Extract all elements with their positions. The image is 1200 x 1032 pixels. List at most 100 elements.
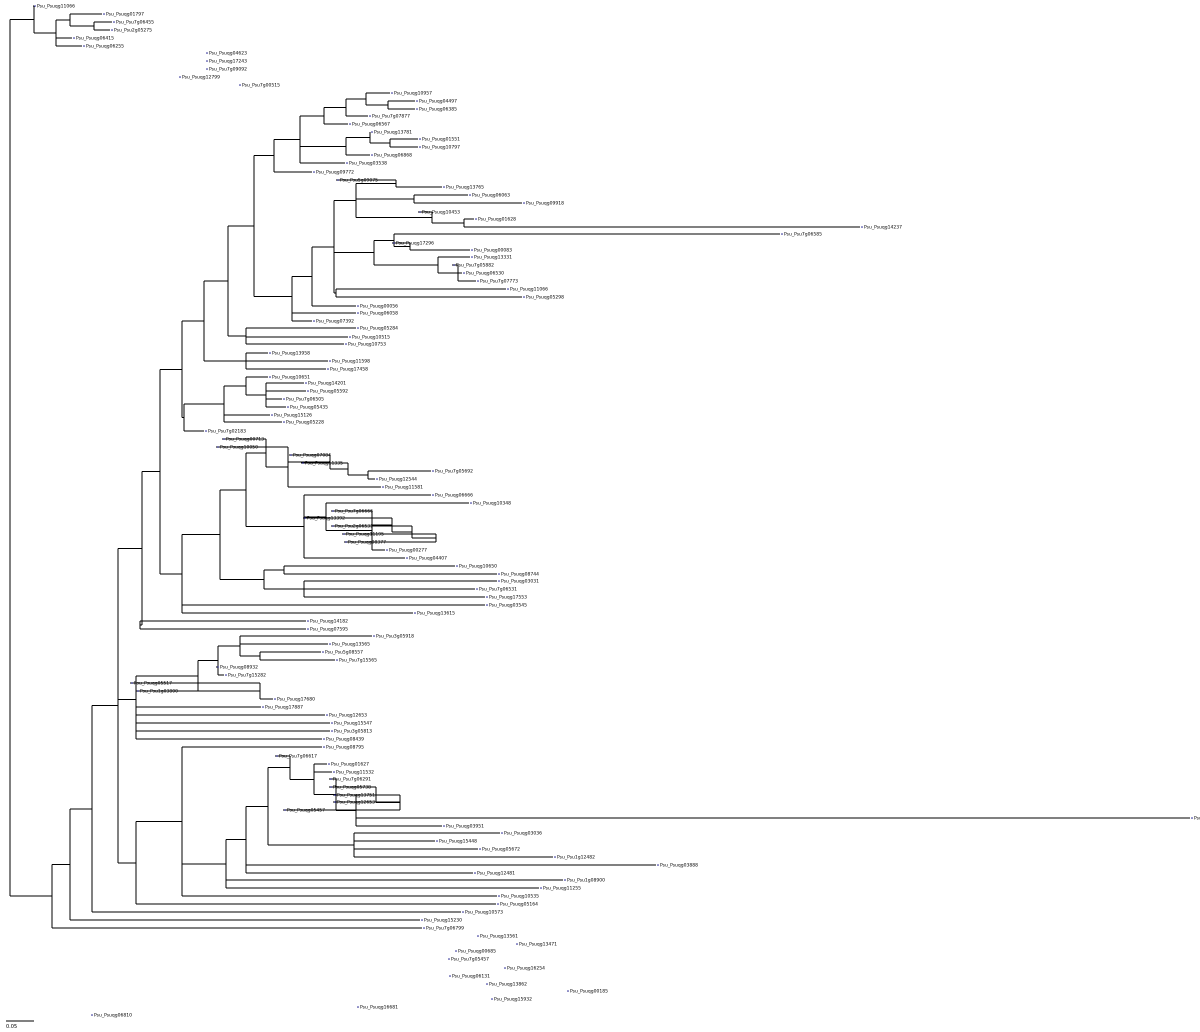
leaf-marker (432, 494, 434, 496)
leaf-marker (498, 573, 500, 575)
leaf-label: Psu_Psuqg00713 (226, 437, 264, 443)
leaf-label: Psu_Psuqg15547 (334, 721, 372, 727)
leaf-label: Psu_Psuqg13862 (489, 982, 527, 988)
leaf-marker (323, 738, 325, 740)
leaf-marker (497, 903, 499, 905)
leaf-marker (307, 628, 309, 630)
leaf-marker (436, 840, 438, 842)
leaf-label: Psu_Psuqg11066 (37, 4, 75, 10)
leaf-label: Psu_Psu7g02183 (208, 429, 246, 435)
leaf-marker (137, 690, 139, 692)
leaf-label: Psu_Psuqg07595 (310, 627, 348, 633)
leaf-marker (217, 446, 219, 448)
leaf-marker (501, 832, 503, 834)
leaf-marker (419, 146, 421, 148)
leaf-label: Psu_Psu7g06291 (333, 777, 371, 783)
leaf-label: Psu_Psuqg05672 (482, 847, 520, 853)
leaf-label: Psu_Psu7g09092 (209, 67, 247, 73)
leaf-label: Psu_Psuqg00685 (458, 949, 496, 955)
leaf-label: Psu_Psuqg07084 (293, 453, 331, 459)
leaf-label: Psu_Psuqg05592 (310, 389, 348, 395)
leaf-marker (91, 1014, 93, 1016)
leaf-marker (111, 29, 113, 31)
leaf-marker (498, 580, 500, 582)
leaf-label: Psu_Psuqg13561 (480, 934, 518, 940)
leaf-label: Psu_Psuqg08795 (326, 745, 364, 751)
leaf-label: Psu_Psuqg15932 (494, 997, 532, 1003)
leaf-label: Psu_Psuqg12544 (379, 477, 417, 483)
leaf-marker (781, 233, 783, 235)
leaf-marker (507, 288, 509, 290)
leaf-marker (331, 722, 333, 724)
leaf-label: Psu_Psuqg13471 (519, 942, 557, 948)
leaf-label: Psu_Psuqg10573 (465, 910, 503, 916)
leaf-marker (357, 1006, 359, 1008)
leaf-marker (477, 280, 479, 282)
leaf-marker (330, 786, 332, 788)
leaf-label: Psu_Psuqg06255 (86, 44, 124, 50)
leaf-label: Psu_Psuqg10050 (220, 445, 258, 451)
leaf-marker (332, 525, 334, 527)
leaf-label: Psu_Psuqg17680 (277, 697, 315, 703)
leaf-label: Psu_Psu7g06666 (335, 509, 373, 515)
leaf-label: Psu_Psuqg03545 (489, 603, 527, 609)
leaf-label: Psu_Psuqg11195 (346, 532, 384, 538)
leaf-marker (103, 13, 105, 15)
leaf-label: Psu_Psuqg15126 (274, 413, 312, 419)
leaf-label: Psu_Psuqg05435 (290, 405, 328, 411)
leaf-marker (432, 470, 434, 472)
leaf-label: Psu_Psuqg11066 (510, 287, 548, 293)
leaf-label: Psu_Psu3g05813 (334, 729, 372, 735)
leaf-label: Psu_Psuqg13781 (374, 130, 412, 136)
leaf-marker (540, 887, 542, 889)
leaf-marker (393, 242, 395, 244)
leaf-marker (443, 825, 445, 827)
leaf-marker (421, 919, 423, 921)
leaf-label: Psu_Psuqg12653 (337, 800, 375, 806)
leaf-marker (486, 983, 488, 985)
leaf-label: Psu_Psuqg13765 (446, 185, 484, 191)
leaf-marker (469, 194, 471, 196)
leaf-label: Psu_Psuqg05164 (500, 902, 538, 908)
leaf-label: Psu_Psuqg17243 (209, 59, 247, 65)
leaf-label: Psu_Psuqg11598 (332, 359, 370, 365)
leaf-label: Psu_Psuqg01628 (478, 217, 516, 223)
leaf-label: Psu_Psuqg09772 (316, 170, 354, 176)
leaf-marker (34, 5, 36, 7)
leaf-label: Psu_Psu7g05457 (451, 957, 489, 963)
leaf-label: Psu_Psu5g09075 (340, 178, 378, 184)
leaf-marker (349, 123, 351, 125)
leaf-marker (287, 406, 289, 408)
leaf-label: Psu_Psuqg13565 (332, 642, 370, 648)
leaf-label: Psu_Psuqg06063 (472, 193, 510, 199)
leaf-marker (269, 352, 271, 354)
leaf-label: Psu_Psu7g06799 (426, 926, 464, 932)
scale-bar: 0.05 (6, 1020, 34, 1030)
leaf-label: Psu_Psuqg16681 (360, 1005, 398, 1011)
leaf-label: Psu_Psu7g07773 (480, 279, 518, 285)
leaf-marker (276, 755, 278, 757)
leaf-label: Psu_Psuqg05457 (287, 808, 325, 814)
leaf-marker (313, 320, 315, 322)
leaf-label: Psu_Psuqg17887 (265, 705, 303, 711)
leaf-marker (83, 45, 85, 47)
leaf-marker (349, 336, 351, 338)
leaf-marker (302, 462, 304, 464)
leaf-label: Psu_Psuqg12799 (182, 75, 220, 81)
leaf-marker (455, 950, 457, 952)
leaf-marker (334, 794, 336, 796)
leaf-marker (269, 376, 271, 378)
leaf-label: Psu_Psu1g03800 (140, 689, 178, 695)
leaf-label: Psu_Psu7g05692 (435, 469, 473, 475)
leaf-label: Psu_Psu1g08900 (567, 878, 605, 884)
leaf-label: Psu_Psuqg12481 (477, 871, 515, 877)
leaf-marker (369, 115, 371, 117)
leaf-label: Psu_Psuqg13751 (337, 793, 375, 799)
leaf-label: Psu_Psuqg08744 (501, 572, 539, 578)
leaf-label: Psu_Psuqg03470 (1194, 816, 1200, 822)
leaf-label: Psu_Psu5g08557 (325, 650, 363, 656)
leaf-marker (463, 272, 465, 274)
leaf-label: Psu_Psuqg05517 (134, 681, 172, 687)
leaf-label: Psu_Psuqg14237 (864, 225, 902, 231)
leaf-label: Psu_Psuqg15448 (439, 839, 477, 845)
